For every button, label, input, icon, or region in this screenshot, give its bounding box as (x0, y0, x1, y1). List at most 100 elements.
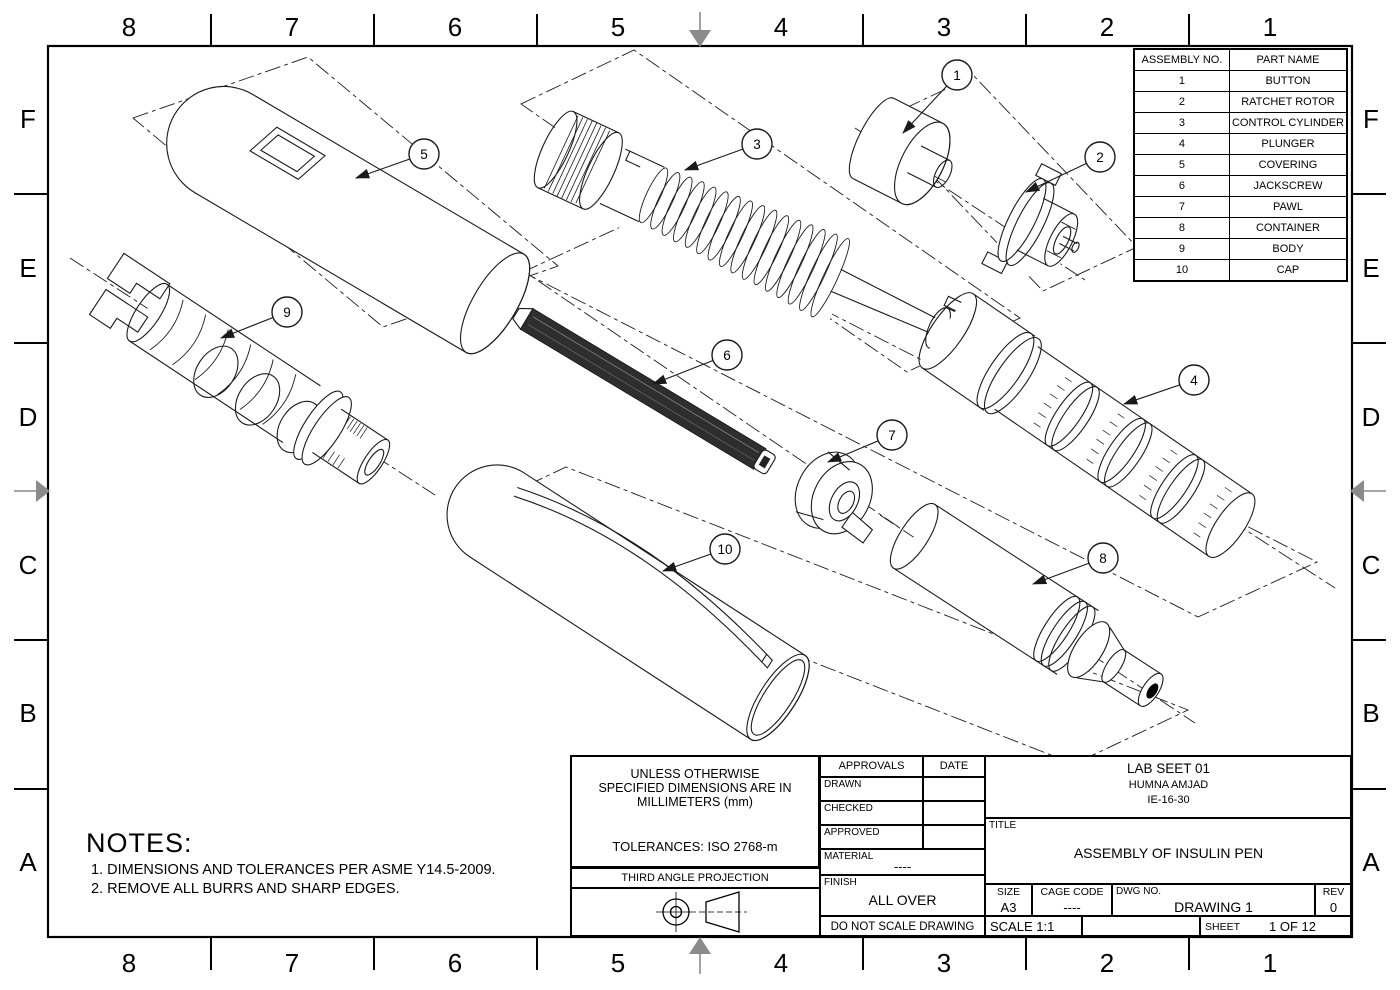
zone-col-label: 1 (1263, 12, 1277, 42)
cage-code-value: ---- (1063, 900, 1081, 915)
svg-text:5: 5 (420, 147, 428, 162)
part-plunger (918, 290, 1258, 564)
septum-dot (1146, 683, 1159, 699)
zone-row-label: D (1362, 402, 1381, 432)
scale-value: SCALE 1:1 (990, 919, 1055, 934)
center-arrow-top (689, 12, 711, 47)
balloon-7: 7 (876, 419, 908, 451)
balloon-1: 1 (941, 59, 973, 91)
scale-ticks (1033, 377, 1232, 538)
zone-col-label: 4 (774, 12, 788, 42)
zone-row-label: C (19, 550, 38, 580)
tolerance-note: UNLESS OTHERWISE (630, 767, 760, 781)
zone-col-label: 1 (1263, 948, 1277, 978)
svg-text:7: 7 (888, 428, 896, 443)
drawing-title: ASSEMBLY OF INSULIN PEN (1073, 845, 1264, 861)
zone-ticks-left (14, 193, 48, 790)
table-header-row: ASSEMBLY NO. PART NAME (1133, 48, 1348, 71)
zone-col-label: 6 (448, 948, 462, 978)
organization-cell: LAB SEET 01 HUMNA AMJAD IE-16-30 (985, 755, 1352, 818)
col-assembly-no: ASSEMBLY NO. (1133, 48, 1230, 71)
finish-value: ALL OVER (868, 892, 937, 908)
balloon-9: 9 (271, 296, 303, 328)
svg-text:9: 9 (283, 305, 291, 320)
covering-window (249, 126, 326, 180)
phantom-box-middle-axis (521, 216, 1319, 618)
phantom-box-covering (132, 56, 559, 328)
part-covering (166, 85, 531, 355)
zone-row-label: F (1363, 104, 1379, 134)
part-pawl (794, 451, 874, 544)
zone-row-label: F (20, 104, 36, 134)
balloons: 1 2 3 4 5 6 7 8 9 10 (271, 59, 1210, 574)
plunger-rings (1044, 381, 1206, 524)
zone-ticks-right (1352, 193, 1386, 790)
projection-symbol-cell (570, 888, 820, 937)
material-value: ---- (893, 859, 912, 874)
zone-row-label: B (1362, 698, 1379, 728)
zone-col-label: 3 (937, 12, 951, 42)
balloon-2: 2 (1084, 141, 1116, 173)
svg-text:4: 4 (1190, 373, 1198, 388)
part-ratchet-rotor (981, 163, 1091, 286)
zone-row-label: E (19, 253, 36, 283)
part-button (848, 97, 953, 206)
notes-block: NOTES: 1. DIMENSIONS AND TOLERANCES PER … (86, 828, 496, 897)
rev-cell: REV 0 (1315, 884, 1352, 916)
note-line: 1. DIMENSIONS AND TOLERANCES PER ASME Y1… (91, 862, 496, 878)
author-id: IE-16-30 (1147, 794, 1190, 806)
zone-ticks-bottom (210, 937, 1190, 970)
zone-col-label: 6 (448, 12, 462, 42)
approved-cell: APPROVED (820, 825, 923, 849)
svg-text:1: 1 (953, 68, 961, 83)
balloon-6: 6 (711, 339, 743, 371)
material-cell: MATERIAL ---- (820, 849, 985, 875)
part-body (88, 252, 400, 496)
zone-col-label: 5 (611, 948, 625, 978)
tip-knurl (322, 416, 368, 469)
date-header: DATE (923, 755, 985, 777)
drawn-cell: DRAWN (820, 777, 923, 801)
centerline-jackscrew-pawl (514, 264, 901, 529)
cap-clip (517, 487, 768, 655)
balloon-leaders (219, 74, 1195, 585)
dwg-no-value: DRAWING 1 (1174, 899, 1253, 915)
general-tolerance-cell: UNLESS OTHERWISE SPECIFIED DIMENSIONS AR… (570, 755, 820, 868)
dwg-no-cell: DWG NO. DRAWING 1 (1112, 884, 1315, 916)
center-arrow-left (14, 480, 50, 502)
zone-col-label: 2 (1100, 12, 1114, 42)
projection-label: THIRD ANGLE PROJECTION (570, 868, 820, 888)
drawn-date-cell (923, 777, 985, 801)
center-arrow-bottom (689, 937, 711, 974)
zone-col-label: 7 (285, 12, 299, 42)
size-cell: SIZE A3 (985, 884, 1032, 916)
approved-date-cell (923, 825, 985, 849)
balloon-5: 5 (408, 138, 440, 170)
title-block: UNLESS OTHERWISE SPECIFIED DIMENSIONS AR… (570, 755, 1352, 937)
svg-text:6: 6 (723, 348, 731, 363)
col-part-name: PART NAME (1228, 48, 1348, 71)
part-jackscrew (512, 307, 776, 475)
ribs (638, 167, 850, 318)
tolerance-standard: TOLERANCES: ISO 2768-m (612, 839, 778, 854)
zone-row-label: B (19, 698, 36, 728)
center-arrow-right (1350, 480, 1386, 502)
zone-row-label: D (19, 402, 38, 432)
zone-col-label: 5 (611, 12, 625, 42)
zone-col-label: 2 (1100, 948, 1114, 978)
zone-col-label: 4 (774, 948, 788, 978)
sheet-cell: SHEET 1 OF 12 (1200, 916, 1352, 937)
zone-row-label: E (1362, 253, 1379, 283)
title-cell: TITLE ASSEMBLY OF INSULIN PEN (985, 818, 1352, 884)
scale-cell: SCALE 1:1 (985, 916, 1082, 937)
part-cap (446, 464, 810, 742)
zone-row-label: A (1362, 847, 1380, 877)
